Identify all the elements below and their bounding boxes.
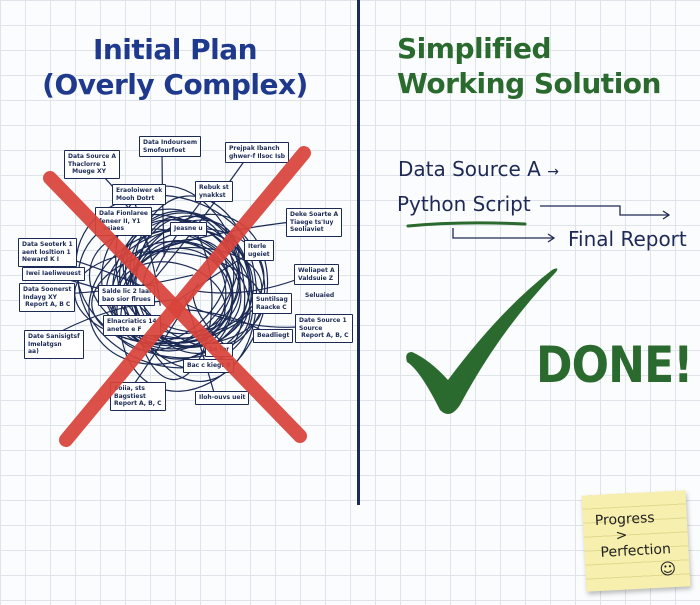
diagram-box: Eraoloiwer ek Mooh Dotrt <box>112 184 167 205</box>
diagram-box: Iwei Iaeliweuest <box>22 267 85 281</box>
diagram-box: Date Source 1 Source Report A, B, C <box>295 314 353 343</box>
title-line: Initial Plan <box>92 33 258 66</box>
initial-plan-title: Initial Plan (Overly Complex) <box>30 32 320 102</box>
flow-label: Data Source A <box>398 157 541 181</box>
diagram-box: Data Indoursem Smofourfoet <box>139 136 202 157</box>
scribble-loop <box>91 246 263 345</box>
loose-label: Seluaied <box>305 292 335 299</box>
diagram-box: Jeasne u <box>170 222 207 236</box>
done-status: DONE! <box>536 336 693 394</box>
note-line: Progress <box>594 510 655 530</box>
diagram-box: Suntilsag Raacke C <box>252 293 292 314</box>
diagram-box: Rebuk st ynakkst <box>195 181 233 202</box>
connector <box>452 228 553 239</box>
diagram-box: Data Source A Thaclorre 1 Muege XY <box>64 150 121 179</box>
red-x-cross <box>43 146 311 447</box>
arrow-head <box>547 233 556 243</box>
simplified-solution-title: Simplified Working Solution <box>397 31 661 101</box>
connector-line <box>184 296 216 397</box>
diagram-box: Beadliegt <box>253 329 294 343</box>
flow-step-data-source: Data Source A → <box>398 157 559 181</box>
sticky-note: Progress > Perfection ☺ <box>581 490 691 592</box>
arrow-head <box>662 210 671 220</box>
underline <box>406 221 527 228</box>
diagram-box: Data Seoterk 1 aent losltion 1 Neward K … <box>18 238 77 267</box>
center-divider <box>357 0 360 505</box>
diagram-box: Iterle ugeiet <box>244 240 274 261</box>
diagram-box: Prejpak Ibanch ghwer-f Ilsoc Isb <box>225 142 290 163</box>
flow-step-python-script: Python Script <box>397 192 531 216</box>
diagram-box: Salde lic 2 laai bao sior flrues <box>98 285 156 306</box>
diagram-box: Elnacriatics 14 anette e F <box>103 315 161 336</box>
x-stroke <box>59 146 311 447</box>
diagram-box: Iloh-ouvs ueit <box>195 391 250 405</box>
title-line: Simplified <box>397 32 551 65</box>
diagram-box: Data Soonerst Indayg XY Report A, B C <box>19 283 76 312</box>
flow-step-final-report: Final Report <box>568 227 687 251</box>
connector <box>540 205 668 216</box>
smiley-icon: ☺ <box>659 558 677 579</box>
title-line: (Overly Complex) <box>42 68 308 101</box>
arrow-right-icon: → <box>547 164 559 180</box>
diagram-box: Weliapet A Valdsuie Z <box>294 264 339 285</box>
title-line: Working Solution <box>397 67 661 100</box>
diagram-box: Date Sanisigtsf Imelatgsn aa) <box>24 330 84 359</box>
note-line: Perfection <box>600 541 672 561</box>
checkmark-icon <box>406 268 558 414</box>
diagram-box: Deke Soarte A Tiaege ts'Iuy Seoliaviet <box>286 208 343 237</box>
note-line: > <box>615 527 628 545</box>
